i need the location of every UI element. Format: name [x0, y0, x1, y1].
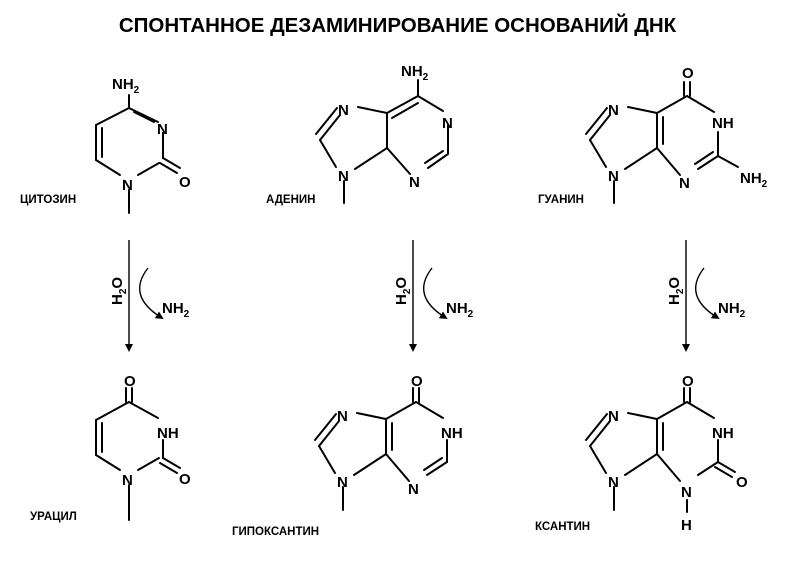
svg-text:NH2: NH2 — [718, 300, 746, 320]
reaction-arrow-3: H2O NH2 — [666, 240, 746, 352]
cytosine-structure: NH2 N N O — [95, 76, 191, 214]
svg-text:N: N — [337, 408, 348, 425]
guanine-structure: O NH N NH2 N N — [585, 65, 768, 204]
svg-text:N: N — [122, 177, 133, 194]
svg-text:NH2: NH2 — [740, 170, 768, 190]
svg-text:NH: NH — [712, 425, 734, 442]
svg-text:N: N — [608, 474, 619, 491]
adenine-structure: NH2 N N N N — [315, 63, 453, 204]
svg-text:H2O: H2O — [393, 277, 413, 305]
svg-text:N: N — [608, 168, 619, 185]
svg-text:O: O — [179, 471, 191, 488]
svg-text:NH: NH — [712, 115, 734, 132]
svg-text:N: N — [679, 175, 690, 192]
xanthine-structure: O NH N H O N N — [585, 373, 748, 534]
svg-text:N: N — [608, 408, 619, 425]
svg-text:H2O: H2O — [666, 277, 686, 305]
reaction-arrow-1: H2O NH2 — [109, 240, 190, 352]
svg-text:N: N — [122, 472, 133, 489]
adenine-label: АДЕНИН — [266, 194, 315, 206]
svg-text:H2O: H2O — [109, 277, 129, 305]
svg-text:N: N — [409, 174, 420, 191]
svg-text:N: N — [338, 168, 349, 185]
svg-text:NH: NH — [157, 425, 179, 442]
svg-text:O: O — [124, 373, 136, 390]
svg-text:O: O — [411, 373, 423, 390]
svg-text:NH: NH — [441, 425, 463, 442]
xanthine-label: КСАНТИН — [535, 521, 590, 533]
svg-text:O: O — [179, 174, 191, 191]
svg-text:NH2: NH2 — [401, 63, 429, 83]
reaction-arrow-2: H2O NH2 — [393, 240, 474, 352]
cytosine-label: ЦИТОЗИН — [20, 194, 76, 206]
guanine-label: ГУАНИН — [538, 194, 584, 206]
svg-text:H: H — [681, 517, 692, 534]
hypoxanthine-structure: O NH N N N — [314, 373, 463, 511]
svg-text:N: N — [442, 115, 453, 132]
uracil-structure: O NH N O — [95, 373, 191, 521]
svg-text:NH2: NH2 — [112, 76, 140, 96]
hypoxanthine-label: ГИПОКСАНТИН — [232, 526, 319, 538]
svg-text:O: O — [682, 65, 694, 82]
svg-text:N: N — [681, 484, 692, 501]
svg-text:NH2: NH2 — [446, 300, 474, 320]
svg-text:O: O — [736, 474, 748, 491]
svg-text:N: N — [338, 102, 349, 119]
uracil-label: УРАЦИЛ — [30, 511, 77, 523]
svg-text:O: O — [682, 373, 694, 390]
svg-text:N: N — [337, 474, 348, 491]
svg-text:N: N — [408, 481, 419, 498]
svg-text:N: N — [608, 102, 619, 119]
svg-text:NH2: NH2 — [162, 300, 190, 320]
page-title: СПОНТАННОЕ ДЕЗАМИНИРОВАНИЕ ОСНОВАНИЙ ДНК — [118, 14, 677, 37]
svg-text:N: N — [157, 121, 168, 138]
